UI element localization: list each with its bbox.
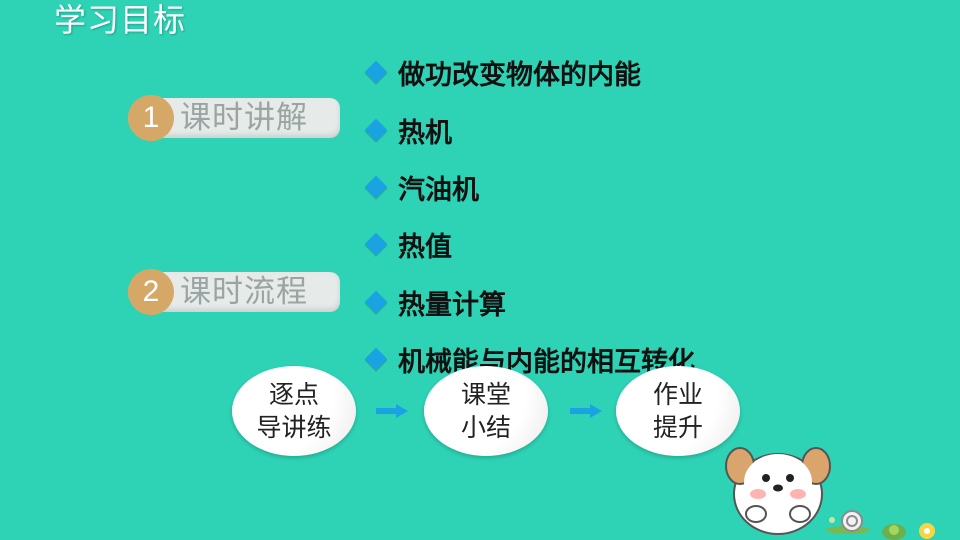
tab-label: 课时讲解: [180, 100, 308, 136]
flow-step-line2: 导讲练: [256, 413, 332, 442]
tab-number-badge: 2: [128, 269, 174, 315]
flow-step-point-lecture[interactable]: 逐点 导讲练: [232, 366, 356, 456]
objective-text: 做功改变物体的内能: [398, 59, 641, 91]
flow-step-homework[interactable]: 作业 提升: [616, 366, 740, 456]
flow-step-class-summary[interactable]: 课堂 小结: [424, 366, 548, 456]
flow-step-line1: 课堂: [460, 380, 511, 409]
flower-icon: [919, 523, 935, 539]
diamond-bullet-icon: [364, 175, 388, 199]
tab-lesson-flow[interactable]: 2 课时流程: [128, 269, 340, 315]
diamond-bullet-icon: [364, 232, 388, 256]
tab-lesson-explanation[interactable]: 1 课时讲解: [128, 95, 340, 141]
diamond-bullet-icon: [364, 347, 388, 371]
flow-step-line1: 作业: [652, 380, 703, 409]
objective-text: 热机: [398, 117, 452, 149]
tab-label: 课时流程: [180, 274, 308, 310]
diamond-bullet-icon: [364, 290, 388, 314]
tab-number-badge: 1: [128, 95, 174, 141]
shell-icon: [882, 524, 906, 540]
objective-item: 汽油机: [364, 169, 479, 206]
objective-item: 热值: [364, 226, 452, 263]
page-title: 学习目标: [54, 1, 187, 39]
objective-text: 热值: [398, 231, 452, 263]
flow-step-line2: 提升: [652, 413, 703, 442]
flow-step-line1: 逐点: [268, 380, 319, 409]
objective-text: 汽油机: [398, 174, 479, 206]
arrow-right-icon: [376, 404, 408, 418]
diamond-bullet-icon: [364, 60, 388, 84]
flow-step-line2: 小结: [460, 413, 511, 442]
snail-icon: [826, 510, 870, 534]
objective-item: 热机: [364, 112, 452, 149]
cartoon-dog-icon: [725, 447, 831, 535]
arrow-right-icon: [570, 404, 602, 418]
diamond-bullet-icon: [364, 118, 388, 142]
objective-item: 热量计算: [364, 284, 506, 321]
objective-item: 做功改变物体的内能: [364, 54, 641, 91]
objective-text: 热量计算: [398, 289, 506, 321]
